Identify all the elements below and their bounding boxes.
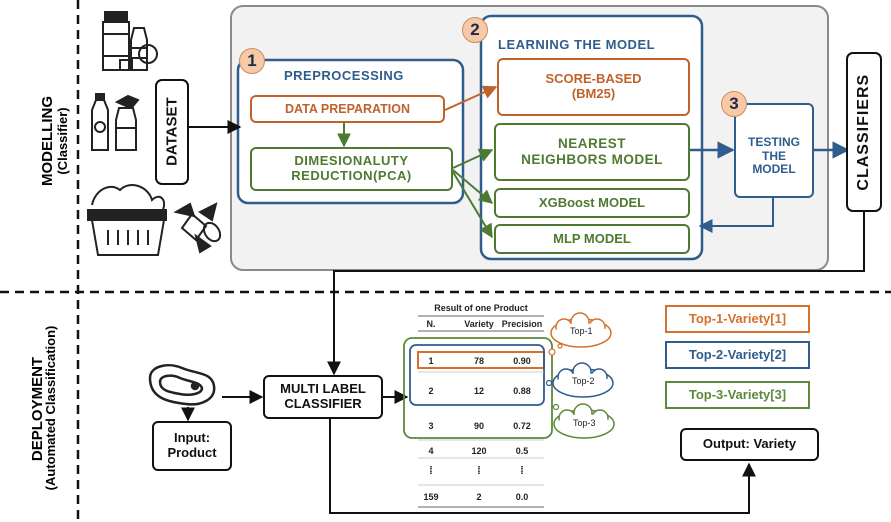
candy-icon	[173, 202, 222, 254]
top3-variety-box: Top-3-Variety[3]	[665, 381, 810, 409]
cloud-top2-label: Top-2	[572, 376, 595, 386]
learning-title: LEARNING THE MODEL	[498, 37, 656, 52]
table-row-ellipsis-variety: ⁞	[477, 465, 481, 477]
score-based-box: SCORE-BASED (BM25)	[497, 58, 690, 116]
table-row-ellipsis-n: ⁞	[429, 465, 433, 477]
table-row-2-precision: 0.88	[513, 386, 531, 396]
table-row-3-precision: 0.72	[513, 421, 531, 431]
mlp-box: MLP MODEL	[494, 224, 690, 254]
table-header-precision: Precision	[501, 319, 543, 329]
table-header-n: N.	[426, 319, 436, 329]
table-row-1-n: 1	[428, 356, 434, 366]
table-row-4-variety: 120	[471, 446, 487, 456]
table-row-3-n: 3	[428, 421, 434, 431]
step-3-badge: 3	[721, 91, 747, 117]
food-basket-icon	[87, 184, 167, 256]
top2-variety-box: Top-2-Variety[2]	[665, 341, 810, 369]
step-2-badge: 2	[462, 17, 488, 43]
table-row-2-n: 2	[428, 386, 434, 396]
preprocessing-title: PREPROCESSING	[284, 68, 404, 83]
dataset-box: DATASET	[155, 79, 189, 185]
top2-highlight	[409, 344, 545, 406]
classifiers-box: CLASSIFIERS	[846, 52, 882, 212]
table-row-2-variety: 12	[473, 386, 484, 396]
cloud-top1-icon	[548, 312, 612, 356]
input-product-box: Input: Product	[152, 421, 232, 471]
nearest-neighbors-box: NEAREST NEIGHBORS MODEL	[494, 123, 690, 181]
table-row-4-n: 4	[428, 446, 434, 456]
top1-variety-box: Top-1-Variety[1]	[665, 305, 810, 333]
dataprep-to-scorebased-arrow	[444, 85, 498, 111]
cloud-top3-label: Top-3	[573, 418, 596, 428]
dataset-label: DATASET	[163, 97, 181, 167]
table-row-ellipsis-precision: ⁞	[520, 465, 524, 477]
modelling-section-sublabel: (Classifier)	[55, 107, 70, 175]
table-row-last-n: 159	[423, 492, 439, 502]
testing-box: TESTING THE MODEL	[734, 103, 814, 198]
table-row-1-variety: 78	[473, 356, 484, 366]
deployment-section-sublabel: (Automated Classification)	[43, 325, 58, 491]
table-header-variety: Variety	[464, 319, 494, 329]
multilabel-to-output-connector	[329, 419, 756, 514]
cloud-top2-icon	[545, 362, 614, 398]
table-row-last-precision: 0.0	[515, 492, 529, 502]
top3-highlight	[403, 337, 553, 439]
result-table-title: Result of one Product	[434, 303, 528, 313]
dim-to-xgboost-arrow	[452, 169, 494, 204]
cleaning-products-icon	[91, 93, 140, 151]
dim-to-mlp-arrow	[452, 171, 493, 239]
cloud-top3-icon	[552, 403, 615, 439]
grocery-products-icon	[102, 11, 158, 71]
testing-to-mlp-arrow	[698, 198, 774, 233]
table-row-4-precision: 0.5	[515, 446, 529, 456]
table-row-3-variety: 90	[473, 421, 484, 431]
dimensionality-reduction-box: DIMESIONALUTY REDUCTION(PCA)	[250, 147, 453, 191]
output-variety-box: Output: Variety	[680, 428, 819, 461]
meat-steak-icon	[148, 364, 216, 406]
data-preparation-box: DATA PREPARATION	[250, 95, 445, 123]
xgboost-box: XGBoost MODEL	[494, 188, 690, 218]
dim-to-nearest-arrow	[452, 148, 494, 169]
classifiers-to-multilabel-connector	[327, 212, 865, 376]
multi-label-classifier-box: MULTI LABEL CLASSIFIER	[263, 375, 383, 419]
result-table: Result of one Product N. Variety Precisi…	[418, 301, 544, 511]
table-row-1-precision: 0.90	[513, 356, 531, 366]
table-row-last-variety: 2	[476, 492, 482, 502]
cloud-top1-label: Top-1	[570, 326, 593, 336]
classifiers-label: CLASSIFIERS	[854, 73, 872, 191]
step-1-badge: 1	[239, 48, 265, 74]
